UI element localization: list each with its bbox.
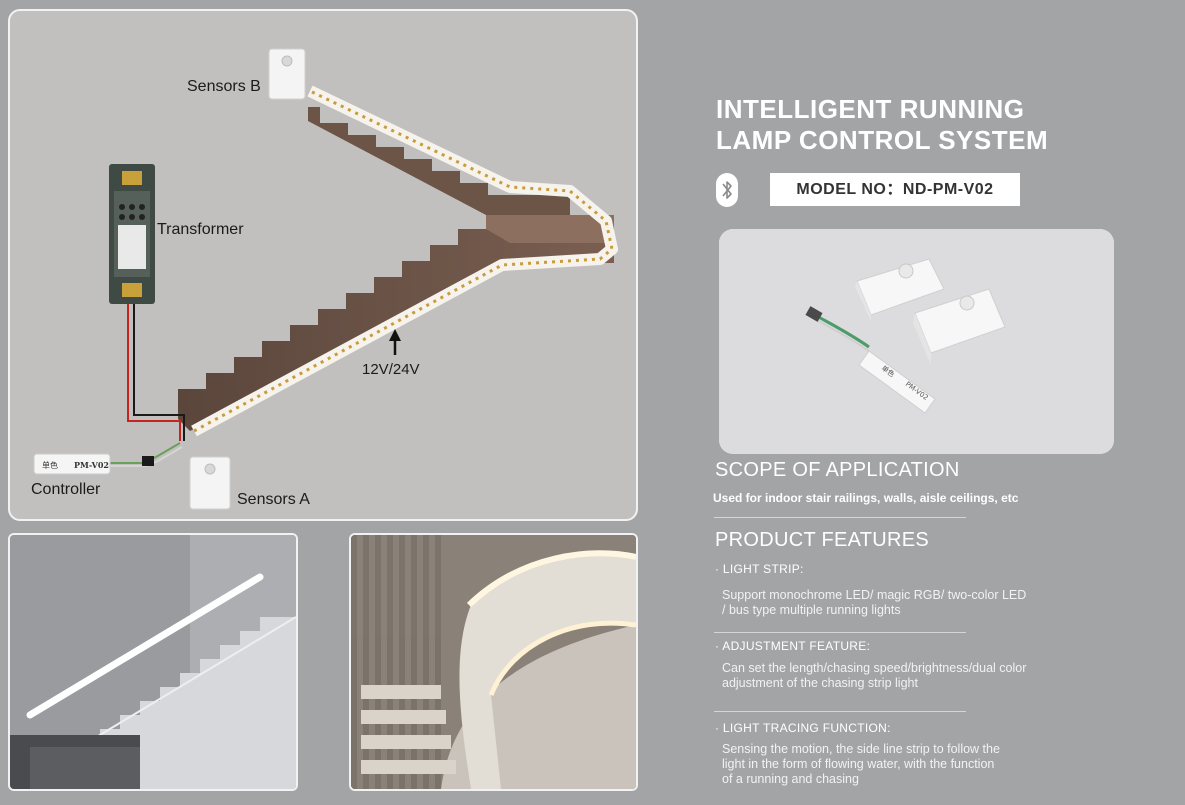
upper-stair-flight (308, 107, 570, 215)
sensor-b-device (268, 48, 306, 100)
scope-heading: SCOPE OF APPLICATION (715, 459, 960, 481)
voltage-arrow (389, 329, 401, 355)
feature-light-tracing-desc: Sensing the motion, the side line strip … (722, 742, 1000, 786)
controller-device: 单色 PM-V02 (33, 453, 111, 475)
feature-light-strip-title: · LIGHT STRIP: (715, 562, 804, 576)
feature-adjustment-title: · ADJUSTMENT FEATURE: (715, 639, 871, 653)
power-wires (108, 304, 185, 467)
title-line-2: LAMP CONTROL SYSTEM (716, 125, 1049, 155)
product-photo: 单色 PM-V02 (719, 229, 1114, 454)
feature-divider-2 (714, 711, 966, 712)
feature-light-tracing-title: · LIGHT TRACING FUNCTION: (715, 721, 891, 735)
sensor-a-device (189, 456, 231, 510)
scope-divider (714, 517, 966, 518)
wiring-diagram-panel: 单色 PM-V02 Sensors B Transformer 12V/24V … (8, 9, 638, 521)
voltage-label: 12V/24V (362, 361, 420, 378)
controller-model-label: PM-V02 (74, 460, 109, 470)
sensors-a-label: Sensors A (237, 491, 310, 508)
feature-divider-1 (714, 632, 966, 633)
controller-chip-label: 单色 (42, 460, 58, 470)
transformer-label: Transformer (157, 221, 244, 238)
scope-text: Used for indoor stair railings, walls, a… (713, 491, 1019, 505)
sensor-unit-1 (855, 258, 945, 321)
feature-light-strip-desc: Support monochrome LED/ magic RGB/ two-c… (722, 588, 1027, 617)
sensor-unit-2 (913, 288, 1006, 365)
controller-label: Controller (31, 481, 101, 498)
page-title: INTELLIGENT RUNNING LAMP CONTROL SYSTEM (716, 94, 1048, 156)
feature-adjustment-desc: Can set the length/chasing speed/brightn… (722, 661, 1027, 690)
sensors-b-label: Sensors B (187, 78, 261, 95)
stair-wall-photo (8, 533, 298, 791)
bluetooth-icon (716, 173, 738, 207)
transformer-device (109, 164, 155, 304)
model-number: MODEL NO：ND-PM-V02 (770, 173, 1020, 206)
wiring-diagram: 单色 PM-V02 (33, 48, 618, 510)
features-heading: PRODUCT FEATURES (715, 529, 930, 551)
led-strip (191, 85, 618, 437)
curved-stair-photo (349, 533, 638, 791)
title-line-1: INTELLIGENT RUNNING (716, 94, 1025, 124)
